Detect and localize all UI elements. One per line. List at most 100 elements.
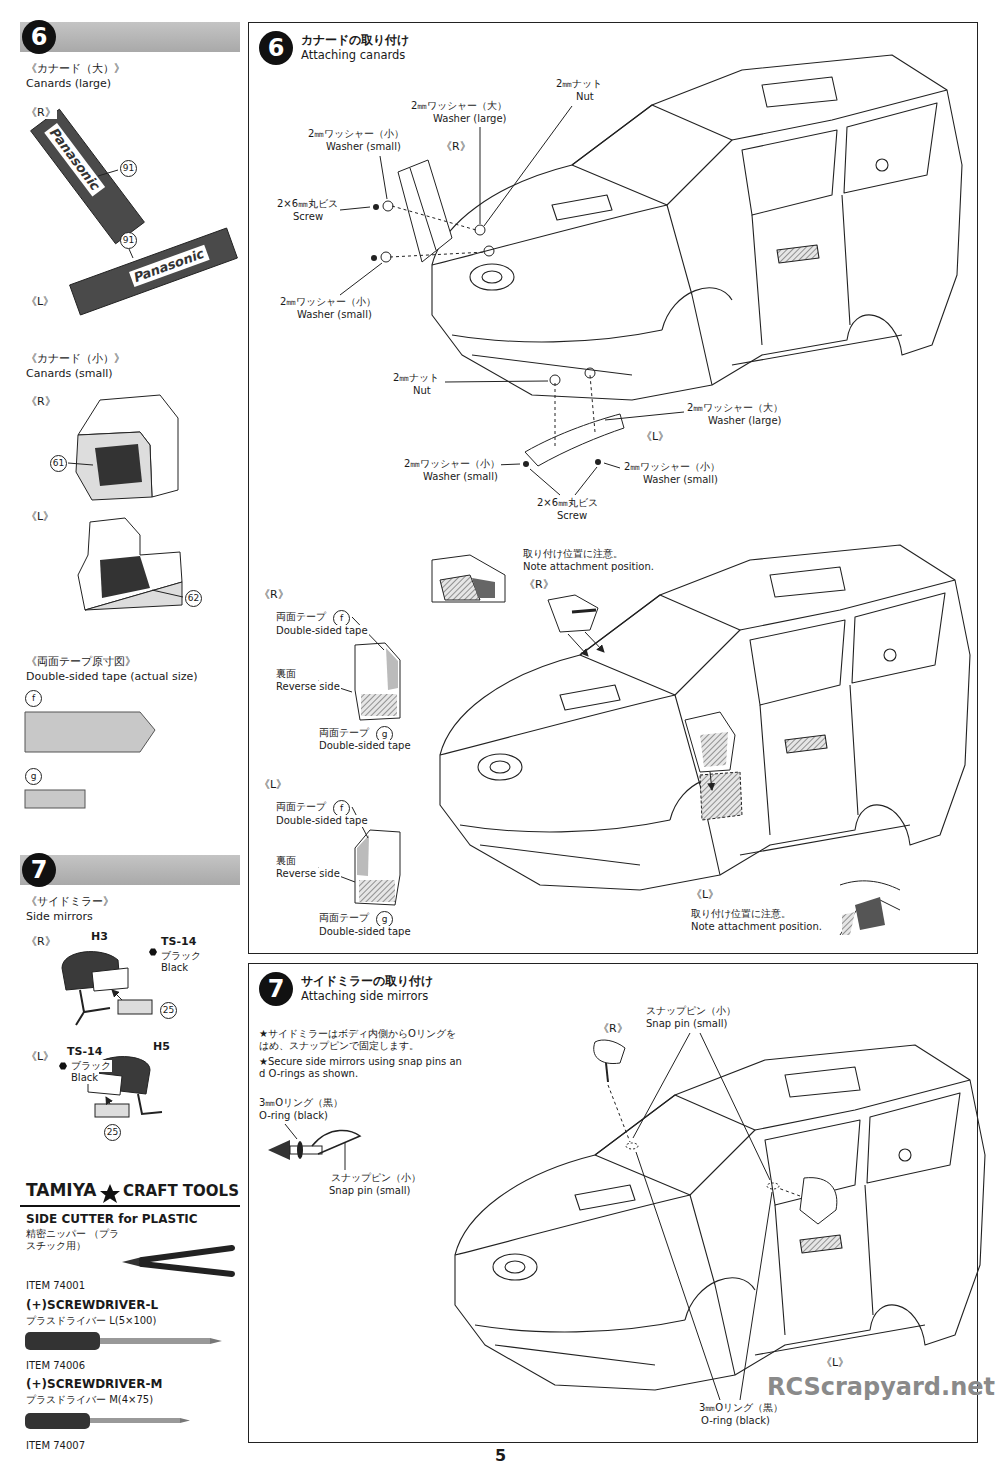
label: 2×6㎜丸ビス bbox=[276, 198, 339, 210]
step-title: カナードの取り付け bbox=[301, 33, 409, 47]
label: ブラック bbox=[160, 950, 202, 962]
label: TS-14 bbox=[160, 935, 197, 948]
label: 3㎜Oリング（黒） bbox=[258, 1097, 344, 1109]
step-band: 7 bbox=[20, 855, 240, 885]
label: Washer (small) bbox=[296, 309, 373, 321]
label: 《L》 bbox=[820, 1356, 850, 1369]
label: 《R》 bbox=[523, 578, 555, 591]
step-number: 7 bbox=[259, 972, 293, 1006]
label: Screw bbox=[292, 211, 324, 223]
label: 裏面 bbox=[275, 855, 297, 867]
label: Reverse side bbox=[275, 681, 341, 693]
step-title: サイドミラーの取り付け bbox=[301, 974, 433, 988]
label: プラスドライバー M(4×75) bbox=[25, 1394, 154, 1406]
callout-number: 25 bbox=[160, 1002, 177, 1019]
step-number-text: 7 bbox=[22, 853, 56, 887]
label: ITEM 74006 bbox=[25, 1360, 86, 1372]
label: ITEM 74001 bbox=[25, 1280, 86, 1292]
label: 両面テープ bbox=[318, 912, 370, 924]
label: 2㎜ワッシャー（小） bbox=[307, 128, 405, 140]
label: ★Secure side mirrors using snap pins and… bbox=[258, 1056, 465, 1080]
step-number-text: 6 bbox=[259, 31, 293, 65]
label: 2㎜ナット bbox=[392, 372, 440, 384]
label: ブラック bbox=[70, 1060, 112, 1072]
step-number-text: 7 bbox=[259, 972, 293, 1006]
watermark: RCScrapyard.net bbox=[766, 1373, 996, 1402]
label: 両面テープ bbox=[275, 801, 327, 813]
label: ITEM 74007 bbox=[25, 1440, 86, 1452]
label: 2㎜ワッシャー（小） bbox=[279, 296, 377, 308]
label: Washer (large) bbox=[432, 113, 508, 125]
label: 《R》 bbox=[440, 140, 472, 153]
label: 《R》 bbox=[25, 106, 57, 119]
label: Canards (large) bbox=[25, 77, 112, 90]
label: O-ring (black) bbox=[700, 1415, 771, 1427]
step-title: Attaching side mirrors bbox=[301, 990, 428, 1004]
label: ★サイドミラーはボディ内側からOリングをはめ、スナップピンで固定します。 bbox=[258, 1028, 465, 1052]
label: Double-sided tape (actual size) bbox=[25, 670, 199, 683]
label: 《R》 bbox=[597, 1022, 629, 1035]
label: Double-sided tape bbox=[318, 740, 412, 752]
label: 精密ニッパー （プラスチック用） bbox=[25, 1228, 122, 1252]
label: 《R》 bbox=[25, 935, 57, 948]
step-band: 6 bbox=[20, 22, 240, 52]
callout-number: 25 bbox=[104, 1124, 121, 1141]
label: TAMIYA bbox=[25, 1180, 98, 1200]
label: 3㎜Oリング（黒） bbox=[698, 1402, 784, 1414]
callout-number: 61 bbox=[50, 455, 67, 472]
label: 2㎜ワッシャー（小） bbox=[623, 461, 721, 473]
callout-number: 62 bbox=[185, 590, 202, 607]
label: 《R》 bbox=[25, 395, 57, 408]
label: Note attachment position. bbox=[522, 561, 655, 573]
label: スナップピン（小） bbox=[330, 1172, 422, 1184]
label: 《両面テープ原寸図》 bbox=[25, 655, 137, 668]
label: Washer (small) bbox=[422, 471, 499, 483]
label: H3 bbox=[90, 930, 109, 943]
label: Double-sided tape bbox=[275, 625, 369, 637]
label: Note attachment position. bbox=[690, 921, 823, 933]
label: 《カナード（小）》 bbox=[25, 352, 126, 365]
label: 《R》 bbox=[258, 588, 290, 601]
part-decal: Panasonic bbox=[129, 245, 209, 287]
label: Washer (small) bbox=[325, 141, 402, 153]
step-title: Attaching canards bbox=[301, 49, 405, 63]
label: 2㎜ワッシャー（大） bbox=[686, 402, 784, 414]
label: 両面テープ bbox=[275, 611, 327, 623]
callout-number: 91 bbox=[120, 160, 137, 177]
label: Snap pin (small) bbox=[328, 1185, 411, 1197]
step-number-text: 6 bbox=[22, 20, 56, 54]
label: 裏面 bbox=[275, 668, 297, 680]
label: Screw bbox=[556, 510, 588, 522]
part-decal: Panasonic bbox=[45, 123, 105, 196]
label: 《サイドミラー》 bbox=[25, 895, 115, 908]
callout-number: f bbox=[25, 690, 42, 707]
label: Nut bbox=[575, 91, 595, 103]
label: 《L》 bbox=[258, 778, 288, 791]
label: 《カナード（大）》 bbox=[25, 62, 126, 75]
label: O-ring (black) bbox=[258, 1110, 329, 1122]
label: Double-sided tape bbox=[275, 815, 369, 827]
label: Washer (large) bbox=[707, 415, 783, 427]
label: Double-sided tape bbox=[318, 926, 412, 938]
label: 《L》 bbox=[25, 1050, 55, 1063]
label: Black bbox=[70, 1072, 99, 1084]
label: 《L》 bbox=[640, 430, 670, 443]
label: Canards (small) bbox=[25, 367, 114, 380]
label: TS-14 bbox=[66, 1045, 103, 1058]
label: 2㎜ナット bbox=[555, 78, 603, 90]
label: 《L》 bbox=[25, 510, 55, 523]
callout-number: g bbox=[25, 768, 42, 785]
label: 取り付け位置に注意。 bbox=[690, 908, 792, 920]
label: 取り付け位置に注意。 bbox=[522, 548, 624, 560]
label: 両面テープ bbox=[318, 727, 370, 739]
callout-number: 91 bbox=[120, 232, 137, 249]
label: Reverse side bbox=[275, 868, 341, 880]
label: 《L》 bbox=[690, 888, 720, 901]
label: Nut bbox=[412, 385, 432, 397]
label: スナップピン（小） bbox=[645, 1005, 737, 1017]
label: Washer (small) bbox=[642, 474, 719, 486]
label: Side mirrors bbox=[25, 910, 94, 923]
label: (+)SCREWDRIVER-L bbox=[25, 1298, 159, 1312]
label: CRAFT TOOLS bbox=[122, 1182, 240, 1200]
